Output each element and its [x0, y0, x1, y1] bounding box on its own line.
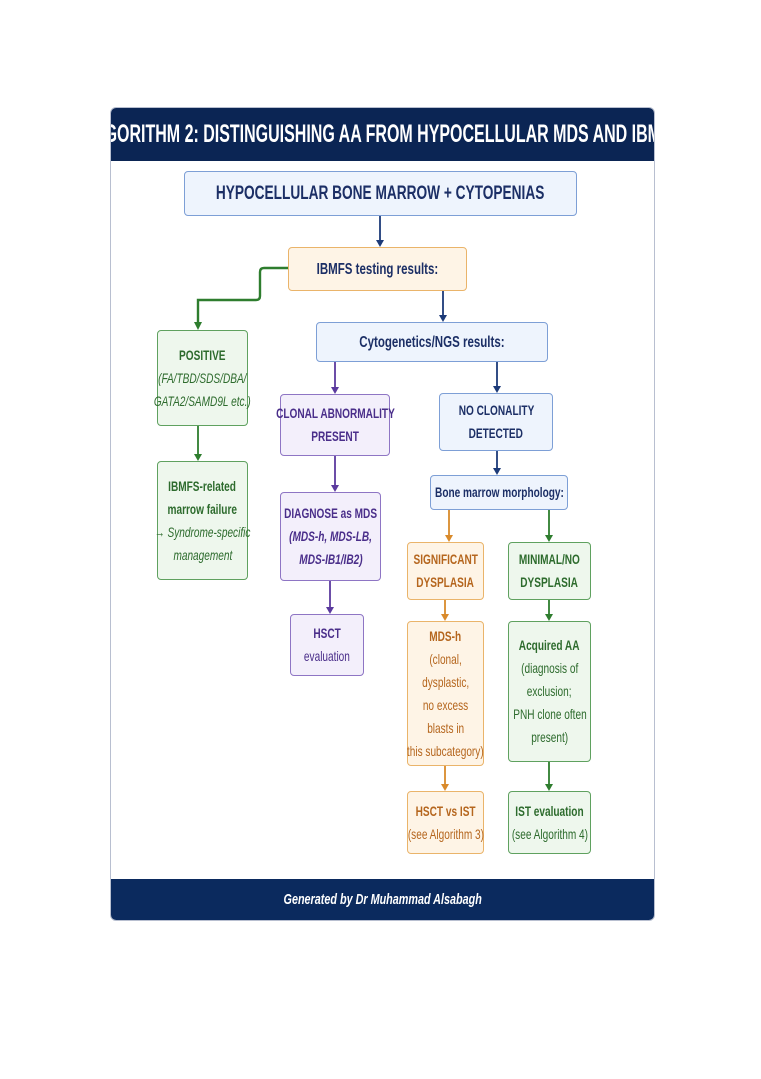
node-text: POSITIVE [179, 346, 226, 363]
node-text: IBMFS testing results: [316, 260, 439, 278]
node-text: (diagnosis of [520, 660, 579, 676]
node-text: Cytogenetics/NGS results: [359, 333, 505, 351]
node-text: marrow failure [167, 500, 238, 517]
node-text: HSCT vs IST [415, 802, 476, 819]
node-text: evaluation [304, 648, 350, 664]
node-text: (FA/TBD/SDS/DBA/ [158, 369, 247, 386]
node-text: exclusion; [527, 683, 572, 699]
node-clonal: CLONAL ABNORMALITY PRESENT [276, 394, 394, 456]
footer-credit: Generated by Dr Muhammad Alsabagh [283, 891, 482, 908]
node-mds-h: MDS-h (clonal, dysplastic, no excess bla… [407, 621, 484, 766]
node-text: (MDS-h, MDS-LB, [289, 528, 372, 544]
header-bar: ALGORITHM 2: DISTINGUISHING AA FROM HYPO… [111, 108, 654, 161]
node-text: Bone marrow morphology: [434, 484, 564, 500]
node-text: CLONAL ABNORMALITY [275, 405, 395, 421]
node-text: NO CLONALITY [458, 402, 534, 418]
node-text: DYSPLASIA [520, 574, 579, 590]
node-text: dysplastic, [421, 673, 470, 690]
node-text: blasts in [427, 719, 464, 736]
node-no-clonality: NO CLONALITY DETECTED [439, 393, 553, 451]
node-text: HSCT [313, 625, 341, 641]
arrowheads [194, 240, 553, 791]
arrow-ibmfs-positive [196, 266, 288, 324]
node-text: Acquired AA [519, 637, 580, 653]
node-significant-dysplasia: SIGNIFICANT DYSPLASIA [407, 542, 484, 600]
footer-bar: Generated by Dr Muhammad Alsabagh [111, 879, 654, 920]
node-text: IST evaluation [515, 802, 584, 819]
node-text: (see Algorithm 4) [511, 825, 588, 842]
node-start: HYPOCELLULAR BONE MARROW + CYTOPENIAS [184, 171, 577, 216]
node-text: (see Algorithm 3) [407, 825, 484, 842]
node-text: (clonal, [429, 650, 462, 667]
node-text: SIGNIFICANT [413, 551, 478, 567]
node-text: MDS-IB1/IB2) [298, 551, 363, 567]
node-text: → Syndrome-specific [154, 523, 251, 540]
node-minimal-dysplasia: MINIMAL/NO DYSPLASIA [508, 542, 591, 600]
node-hsct-vs-ist: HSCT vs IST (see Algorithm 3) [407, 791, 484, 854]
node-ibmfs-related: IBMFS-related marrow failure → Syndrome-… [154, 461, 251, 580]
node-text: management [173, 546, 232, 563]
node-acquired-aa: Acquired AA (diagnosis of exclusion; PNH… [508, 621, 591, 762]
node-text: MINIMAL/NO [518, 551, 581, 567]
node-morphology: Bone marrow morphology: [430, 475, 568, 510]
node-text: PRESENT [311, 428, 359, 444]
node-positive: POSITIVE (FA/TBD/SDS/DBA/ GATA2/SAMD9L e… [154, 330, 251, 426]
node-text: DIAGNOSE as MDS [284, 505, 377, 521]
node-text: DYSPLASIA [416, 574, 475, 590]
node-diagnose-mds: DIAGNOSE as MDS (MDS-h, MDS-LB, MDS-IB1/… [280, 492, 381, 581]
node-text: PNH clone often [512, 706, 587, 722]
node-hsct-evaluation: HSCT evaluation [290, 614, 364, 676]
node-text: present) [531, 729, 568, 745]
node-cytogenetics: Cytogenetics/NGS results: [316, 322, 548, 362]
node-text: this subcategory) [407, 742, 484, 759]
node-ibmfs-testing: IBMFS testing results: [288, 247, 467, 291]
node-text: HYPOCELLULAR BONE MARROW + CYTOPENIAS [216, 183, 545, 204]
node-text: MDS-h [429, 627, 462, 644]
node-text: IBMFS-related [168, 477, 237, 494]
page-title: ALGORITHM 2: DISTINGUISHING AA FROM HYPO… [110, 120, 655, 148]
node-text: GATA2/SAMD9L etc.) [154, 392, 251, 409]
node-text: DETECTED [468, 425, 524, 441]
node-ist-evaluation: IST evaluation (see Algorithm 4) [508, 791, 591, 854]
node-text: no excess [422, 696, 469, 713]
